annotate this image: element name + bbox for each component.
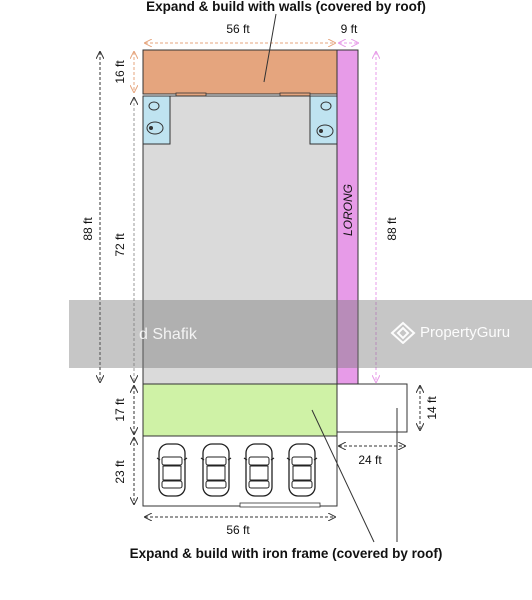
- dim-front-depth: 17 ft: [113, 398, 127, 422]
- leader-bottom-left: [311, 409, 375, 543]
- dim-right-depth: 88 ft: [385, 217, 399, 241]
- toilet-icon: [148, 101, 160, 111]
- dim-main-depth: 72 ft: [113, 233, 127, 257]
- dim-parking-depth: 23 ft: [113, 460, 127, 484]
- dim-annex-depth: 14 ft: [425, 396, 439, 420]
- propertyguru-house-icon: [390, 321, 416, 344]
- car-topdown-icon: [243, 443, 275, 497]
- lane-label: LORONG: [341, 184, 355, 236]
- car-topdown-icon: [286, 443, 318, 497]
- roof-extension-area: [142, 49, 338, 95]
- toilet-left: [142, 95, 171, 145]
- cars-group: [156, 443, 318, 497]
- front-extension-area: [142, 383, 338, 437]
- dim-annex-width: 24 ft: [358, 453, 382, 467]
- toilet-icon: [146, 121, 164, 135]
- dim-top-width: 56 ft: [226, 22, 250, 36]
- gate-mark: [239, 502, 321, 508]
- dim-top-depth: 16 ft: [113, 60, 127, 84]
- toilet-icon: [320, 101, 332, 111]
- car-topdown-icon: [200, 443, 232, 497]
- main-interior-area: [142, 95, 338, 385]
- leader-top: [263, 13, 277, 83]
- toilet-icon: [316, 124, 334, 138]
- dim-left-depth: 88 ft: [81, 217, 95, 241]
- watermark-owner: d Shafik: [139, 326, 197, 343]
- car-topdown-icon: [156, 443, 188, 497]
- dim-bottom-width: 56 ft: [226, 523, 250, 537]
- watermark-logo: PropertyGuru: [390, 320, 510, 344]
- dim-lorong-width: 9 ft: [341, 22, 358, 36]
- top-caption: Expand & build with walls (covered by ro…: [146, 0, 426, 14]
- annex-area: [336, 383, 408, 433]
- watermark-brand: PropertyGuru: [420, 323, 511, 341]
- toilet-right: [309, 95, 338, 145]
- bottom-caption: Expand & build with iron frame (covered …: [130, 546, 443, 561]
